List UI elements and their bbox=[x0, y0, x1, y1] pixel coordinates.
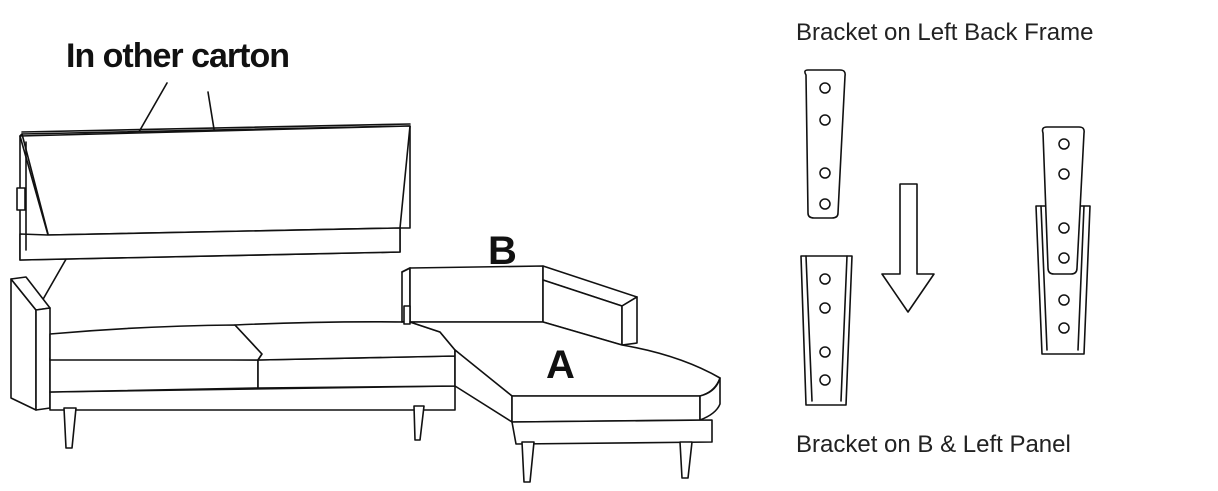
sofa-body bbox=[49, 321, 456, 449]
bracket-top-caption: Bracket on Left Back Frame bbox=[796, 19, 1093, 46]
other-carton-label: In other carton bbox=[66, 37, 289, 75]
bracket-assembled bbox=[1035, 126, 1091, 355]
bracket-left-panel bbox=[800, 255, 853, 406]
arrow-down-icon bbox=[881, 183, 935, 313]
chaise-section-a bbox=[401, 265, 721, 483]
bracket-back-frame bbox=[804, 69, 846, 219]
part-a-label: A bbox=[546, 343, 575, 387]
left-back-frame bbox=[16, 123, 411, 261]
bracket-bottom-caption: Bracket on B & Left Panel bbox=[796, 431, 1071, 458]
part-b-label: B bbox=[488, 229, 517, 273]
left-panel bbox=[10, 276, 51, 411]
